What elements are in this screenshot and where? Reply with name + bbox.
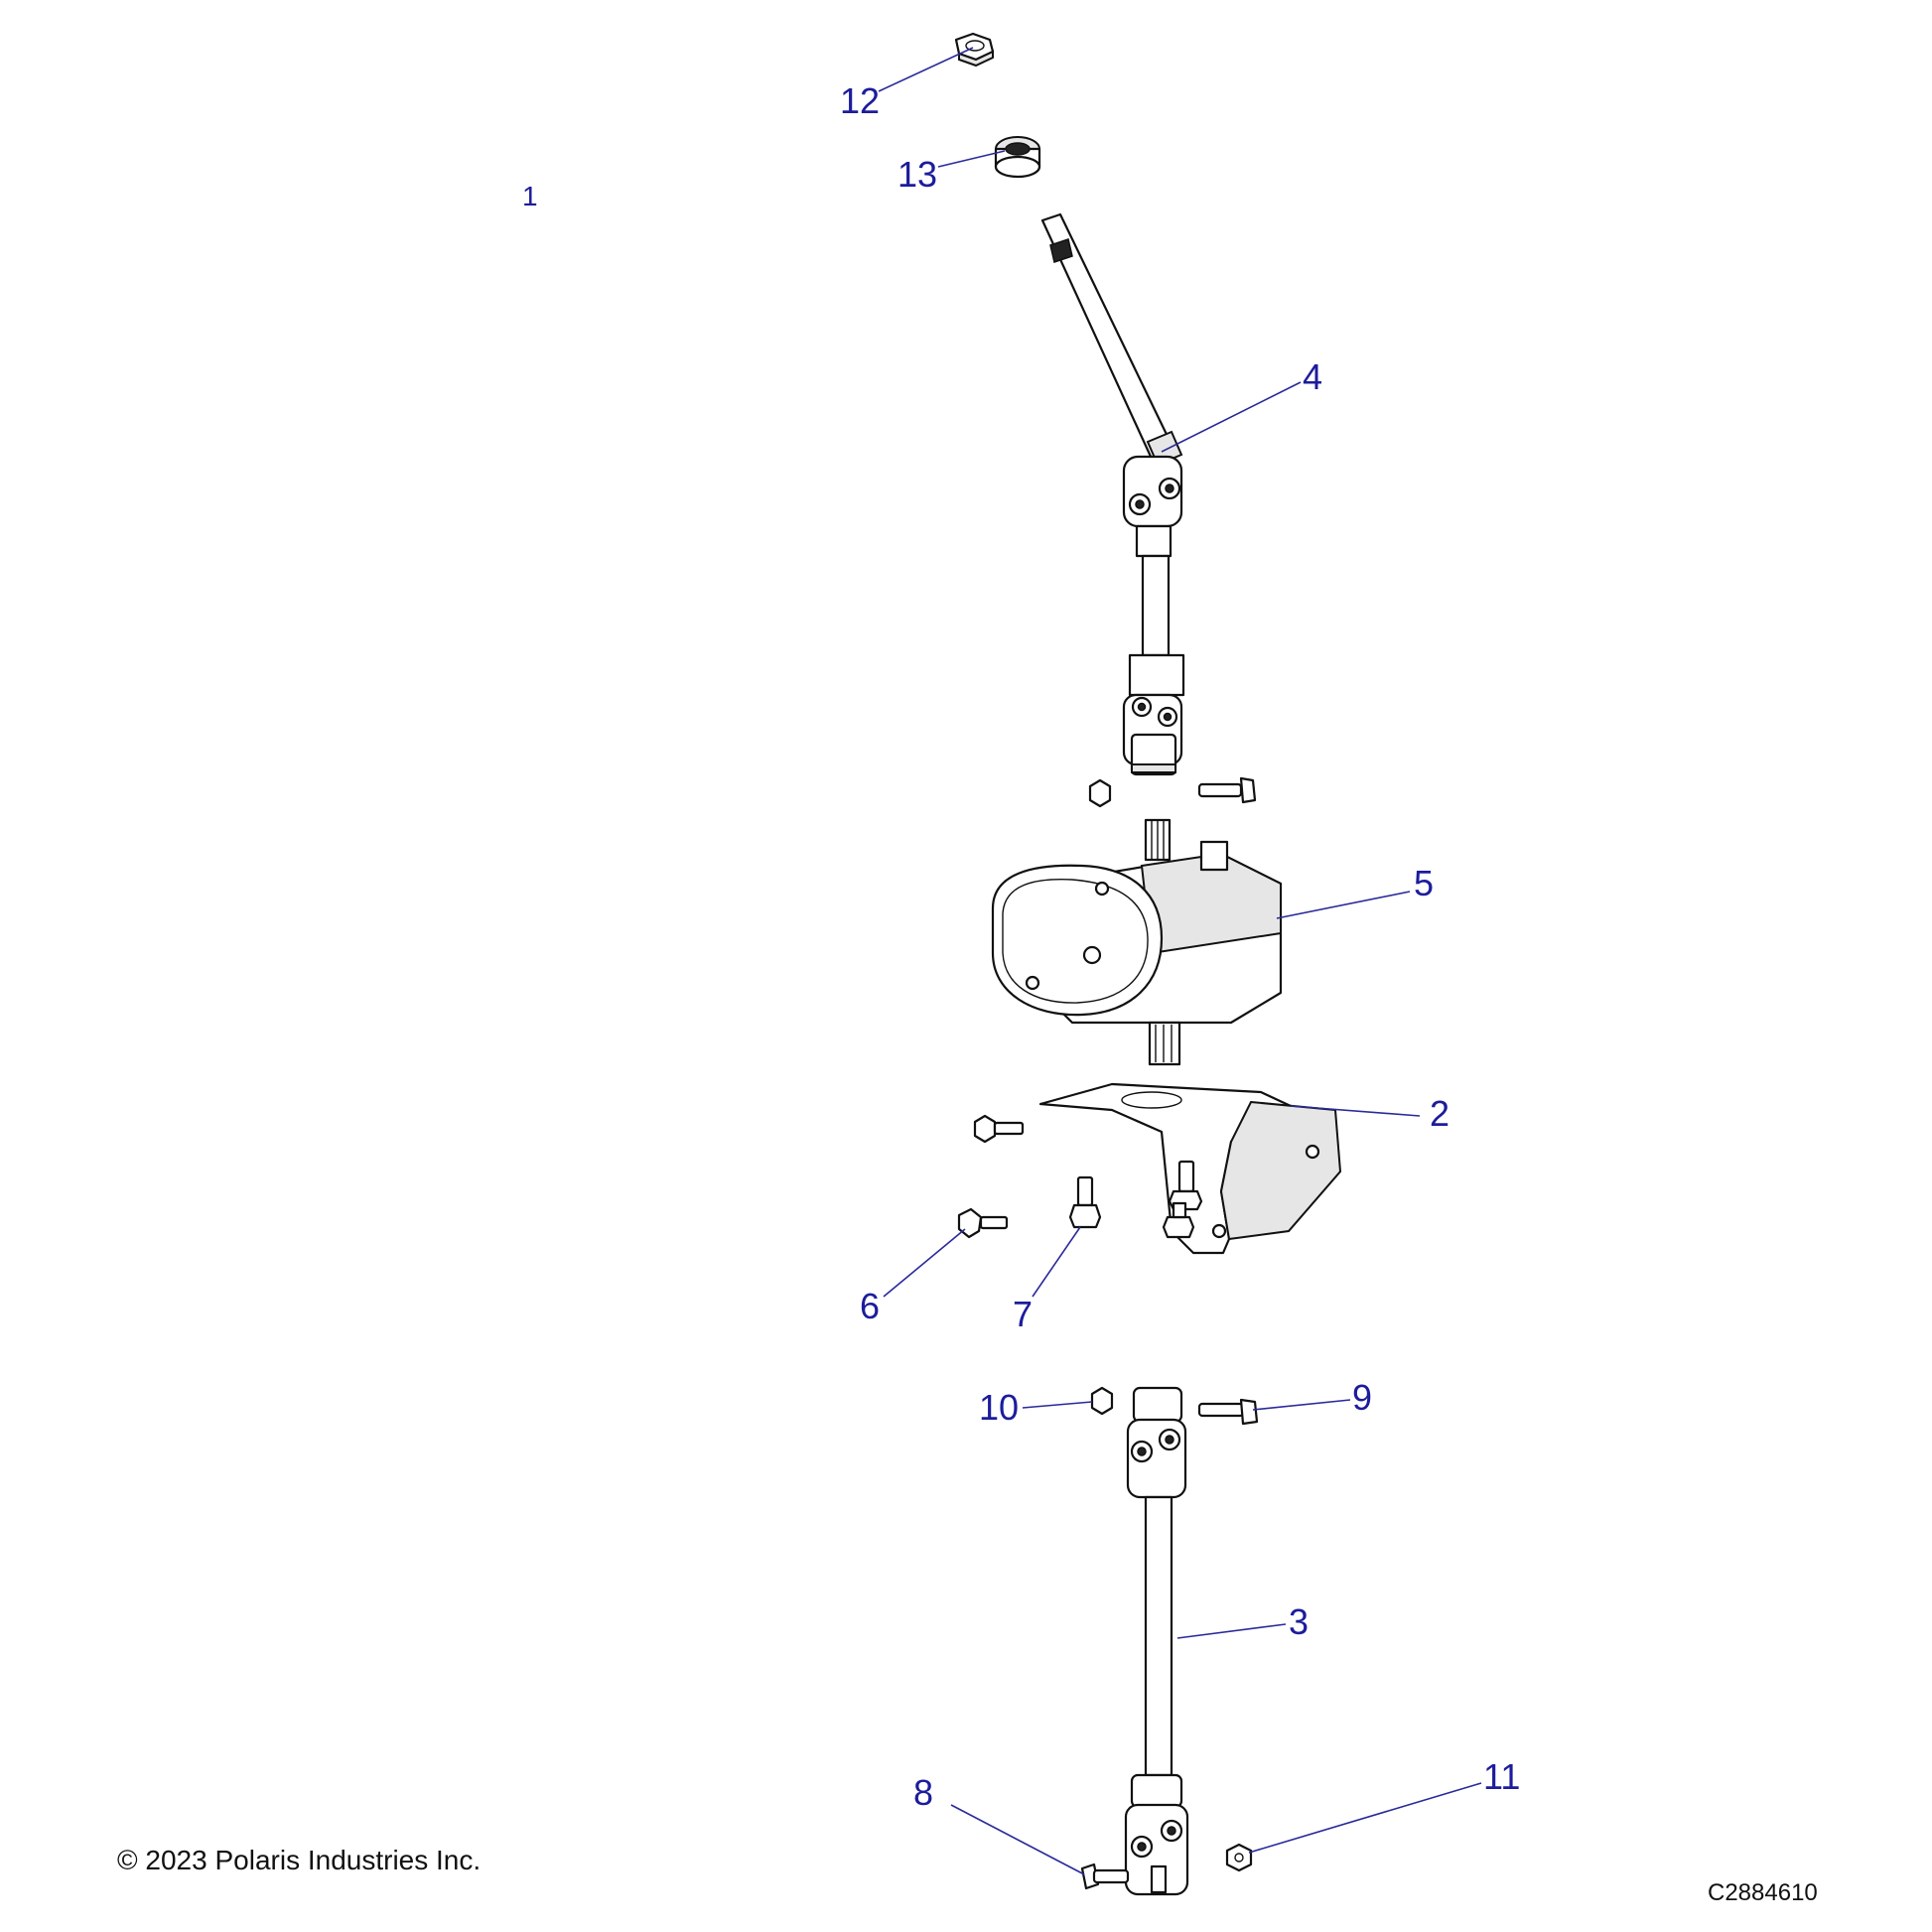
callout-12: 12 xyxy=(840,80,881,121)
callout-13: 13 xyxy=(897,154,938,195)
callout-8: 8 xyxy=(913,1772,934,1813)
callout-6: 6 xyxy=(860,1286,881,1326)
callout-1: 1 xyxy=(522,181,538,211)
part-5-power-steering-unit xyxy=(991,818,1283,1066)
copyright-notice: © 2023 Polaris Industries Inc. xyxy=(117,1845,482,1875)
part-3-lower-shaft xyxy=(1124,1386,1189,1896)
part-4-upper-shaft xyxy=(1040,212,1257,808)
callout-4: 4 xyxy=(1303,356,1323,397)
callout-11: 11 xyxy=(1483,1756,1521,1797)
part-6-7-fasteners xyxy=(957,1114,1203,1239)
leader-lines xyxy=(878,47,1482,1875)
callout-3: 3 xyxy=(1289,1601,1310,1642)
callout-2: 2 xyxy=(1430,1093,1450,1134)
callout-9: 9 xyxy=(1352,1377,1373,1418)
callout-10: 10 xyxy=(979,1387,1020,1428)
part-2-bracket xyxy=(1038,1082,1342,1255)
part-9-10-8-11-fasteners xyxy=(1080,1386,1259,1890)
callout-7: 7 xyxy=(1013,1294,1034,1334)
part-13-bushing xyxy=(994,136,1041,179)
part-12-nut xyxy=(954,32,995,68)
callout-5: 5 xyxy=(1414,863,1435,903)
drawing-number: C2884610 xyxy=(1708,1879,1818,1906)
